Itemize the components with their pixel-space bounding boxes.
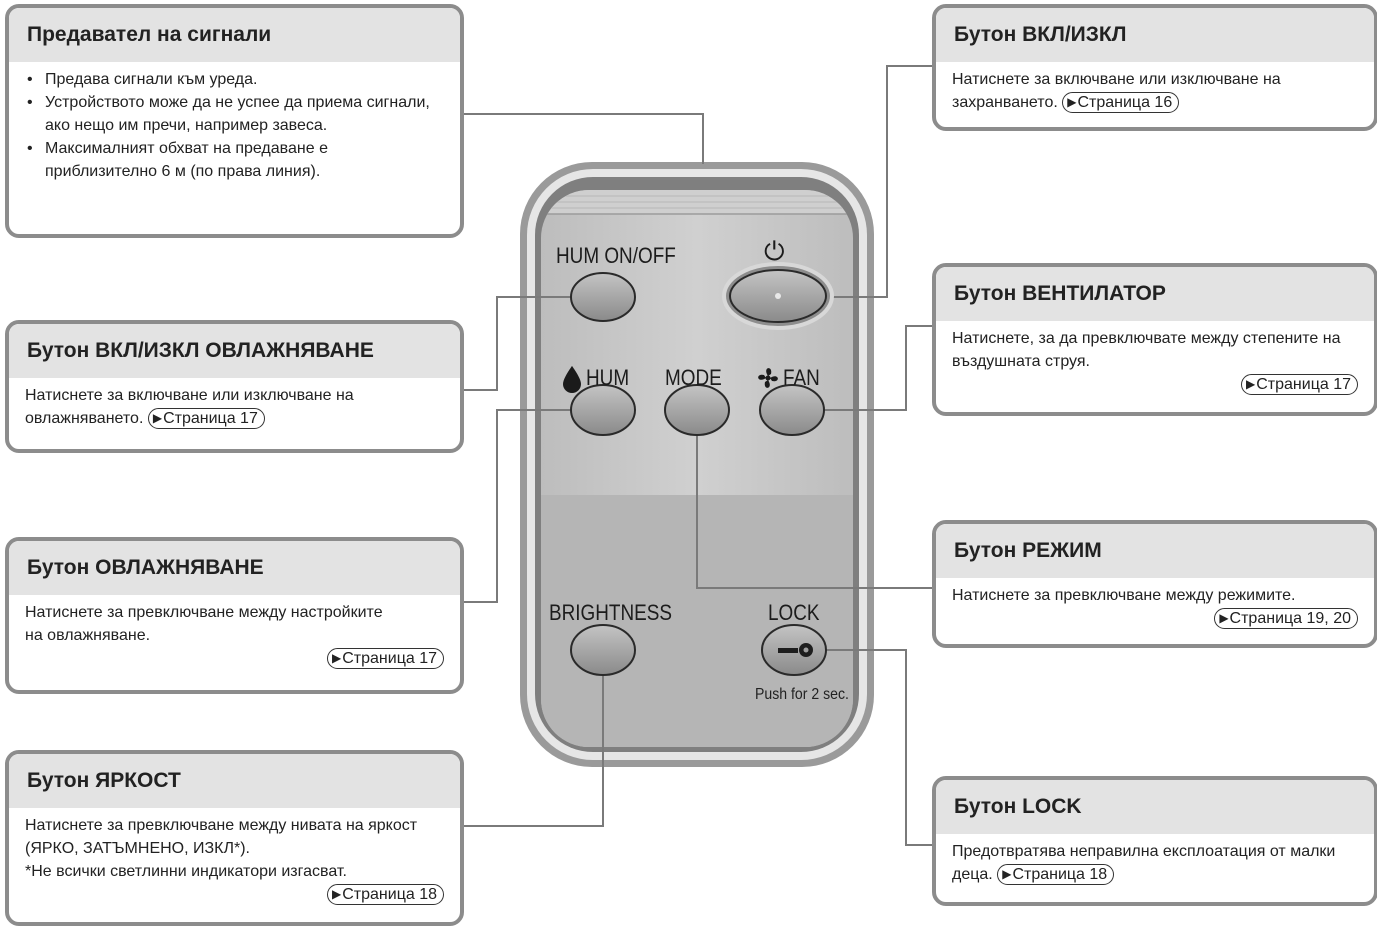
power-icon: ⏻ xyxy=(764,236,785,266)
bullet-item: Максималният обхват на предаване е прибл… xyxy=(27,137,444,183)
callout-text: Предотвратява неправилна експлоатация от… xyxy=(952,843,1336,883)
bullet-list: Предава сигнали към уреда. Устройството … xyxy=(25,68,444,183)
page-reference[interactable]: ▶Страница 18 xyxy=(327,884,444,905)
brightness-label: BRIGHTNESS xyxy=(549,600,673,625)
arrow-icon: ▶ xyxy=(1067,95,1077,109)
page-reference[interactable]: ▶Страница 18 xyxy=(997,864,1115,885)
fan-icon xyxy=(758,368,778,388)
page-reference[interactable]: ▶Страница 17 xyxy=(1241,374,1358,395)
callout-title: Бутон ВКЛ/ИЗКЛ ОВЛАЖНЯВАНЕ xyxy=(9,324,460,378)
callout-title: Бутон РЕЖИМ xyxy=(936,524,1374,578)
callout-fan-button: Бутон ВЕНТИЛАТОР Натиснете, за да превкл… xyxy=(932,263,1377,416)
callout-title: Бутон ВЕНТИЛАТОР xyxy=(936,267,1374,321)
key-icon xyxy=(778,643,813,657)
page-reference[interactable]: ▶Страница 19, 20 xyxy=(1214,608,1358,629)
power-indicator-dot xyxy=(775,293,781,299)
arrow-icon: ▶ xyxy=(1002,867,1012,881)
hum-label: HUM xyxy=(586,365,630,390)
arrow-icon: ▶ xyxy=(332,887,342,901)
callout-hum-onoff-button: Бутон ВКЛ/ИЗКЛ ОВЛАЖНЯВАНЕ Натиснете за … xyxy=(5,320,464,453)
page-reference[interactable]: ▶Страница 17 xyxy=(147,408,265,429)
lock-hint: Push for 2 sec. xyxy=(755,686,849,703)
callout-title: Бутон ЯРКОСТ xyxy=(9,754,460,808)
bullet-item: Устройството може да не успее да приема … xyxy=(27,91,444,137)
fan-label: FAN xyxy=(783,365,820,390)
callout-text: Натиснете, за да превключвате между степ… xyxy=(952,330,1341,370)
connector-fan xyxy=(824,325,935,411)
callout-title: Предавател на сигнали xyxy=(9,8,460,62)
signal-transmitter xyxy=(541,190,853,215)
brightness-button[interactable] xyxy=(570,624,636,676)
connector-transmitter xyxy=(462,113,704,164)
callout-note: *Не всички светлинни индикатори изгасват… xyxy=(25,863,347,880)
arrow-icon: ▶ xyxy=(1219,611,1229,625)
arrow-icon: ▶ xyxy=(332,651,342,665)
lock-label: LOCK xyxy=(768,600,820,625)
callout-title: Бутон ВКЛ/ИЗКЛ xyxy=(936,8,1374,62)
callout-brightness-button: Бутон ЯРКОСТ Натиснете за превключване м… xyxy=(5,750,464,926)
callout-title: Бутон ОВЛАЖНЯВАНЕ xyxy=(9,541,460,595)
callout-text: Натиснете за превключване между нивата н… xyxy=(25,817,418,857)
callout-mode-button: Бутон РЕЖИМ Натиснете за превключване ме… xyxy=(932,520,1377,648)
page-reference[interactable]: ▶Страница 17 xyxy=(327,648,444,669)
callout-text: Натиснете за превключване между настройк… xyxy=(25,604,383,644)
mode-label: MODE xyxy=(665,365,722,390)
callout-power-button: Бутон ВКЛ/ИЗКЛ Натиснете за включване ил… xyxy=(932,4,1377,131)
connector-power xyxy=(830,65,935,298)
arrow-icon: ▶ xyxy=(152,411,163,425)
callout-lock-button: Бутон LOCK Предотвратява неправилна експ… xyxy=(932,776,1377,906)
arrow-icon: ▶ xyxy=(1246,377,1256,391)
water-drop-icon xyxy=(563,366,581,393)
power-button[interactable] xyxy=(722,262,834,330)
connector-hum-onoff xyxy=(462,296,603,391)
hum-onoff-button[interactable] xyxy=(570,272,636,322)
fan-button[interactable] xyxy=(759,384,825,436)
connector-mode xyxy=(696,410,935,589)
page-reference[interactable]: ▶Страница 16 xyxy=(1062,92,1180,113)
bullet-item: Предава сигнали към уреда. xyxy=(27,68,444,91)
connector-hum xyxy=(462,409,603,603)
mode-button[interactable] xyxy=(664,384,730,436)
callout-text: Натиснете за включване или изключване на… xyxy=(25,387,354,427)
callout-text: Натиснете за включване или изключване на… xyxy=(952,71,1281,111)
callout-text: Натиснете за превключване между режимите… xyxy=(952,587,1296,604)
callout-title: Бутон LOCK xyxy=(936,780,1374,834)
hum-button[interactable] xyxy=(570,384,636,436)
hum-onoff-label: HUM ON/OFF xyxy=(556,243,676,268)
callout-signal-transmitter: Предавател на сигнали Предава сигнали къ… xyxy=(5,4,464,238)
callout-hum-button: Бутон ОВЛАЖНЯВАНЕ Натиснете за превключв… xyxy=(5,537,464,694)
connector-lock xyxy=(826,649,935,846)
lock-button[interactable] xyxy=(761,624,827,676)
connector-brightness xyxy=(462,662,604,827)
